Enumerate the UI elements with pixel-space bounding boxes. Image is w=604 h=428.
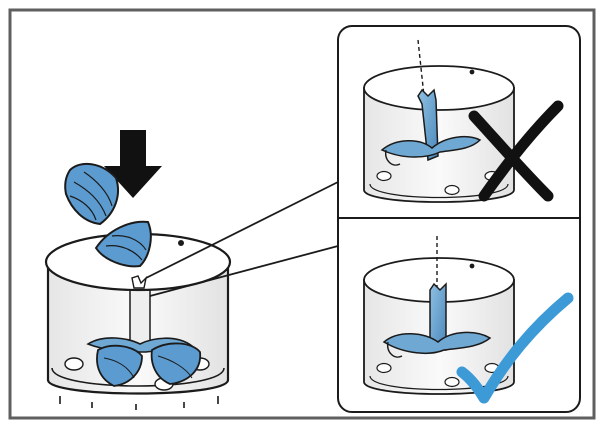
- outer-frame: [8, 8, 596, 420]
- check-mark-icon: [456, 292, 574, 404]
- panel-correct: [363, 236, 574, 404]
- cross-mark-icon: [468, 100, 564, 202]
- food-piece-on-lid: [94, 220, 152, 268]
- food-pieces-inside: [96, 342, 201, 387]
- panel-incorrect: [363, 39, 564, 203]
- down-arrow-icon: [104, 130, 162, 198]
- bowl-base-rim: [51, 367, 225, 387]
- callout-lines: [145, 181, 339, 297]
- blade-shaft: [129, 289, 151, 347]
- main-bowl-illustration: [44, 130, 232, 410]
- blade-tilted: [417, 88, 439, 162]
- lid-dot: [178, 240, 184, 246]
- food-piece-falling: [64, 162, 119, 226]
